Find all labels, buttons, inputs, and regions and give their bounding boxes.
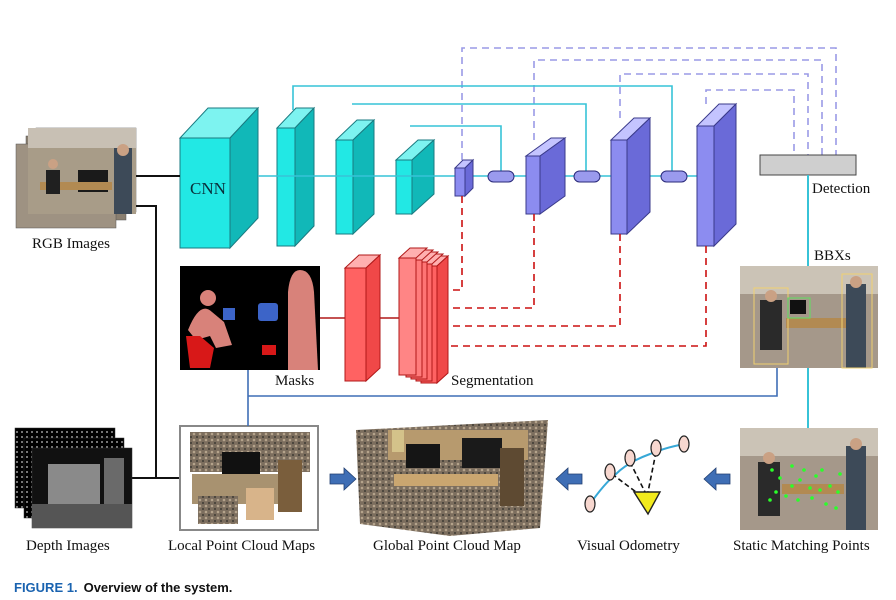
visual-odometry-diagram — [584, 435, 690, 516]
dashed-line-2 — [533, 59, 823, 155]
detection-label: Detection — [812, 181, 871, 197]
depth-images-stack — [14, 427, 133, 529]
encoder-block-3 — [334, 118, 376, 236]
visual-odometry-label: Visual Odometry — [577, 538, 680, 554]
flow-arrows — [329, 467, 731, 491]
local-point-cloud-image — [179, 425, 319, 531]
dashed-line-3 — [619, 73, 809, 155]
local-point-cloud-label: Local Point Cloud Maps — [168, 538, 315, 554]
camera-pose-marker — [632, 491, 662, 516]
static-points-image — [740, 428, 878, 530]
bottleneck-block — [453, 158, 475, 198]
segmentation-head — [343, 247, 450, 385]
global-point-cloud-label: Global Point Cloud Map — [373, 538, 521, 554]
dashed-red-lines — [446, 196, 707, 347]
rgb-images-stack — [15, 127, 137, 229]
decoder-block-1 — [524, 137, 567, 215]
figure-caption: FIGURE 1. Overview of the system. — [14, 580, 232, 595]
seg-block-1 — [343, 253, 382, 383]
encoder-block-2 — [275, 106, 316, 248]
masks-image — [180, 266, 320, 370]
decoder-block-2 — [609, 116, 652, 236]
input-connection-lines — [132, 175, 180, 479]
dashed-blue-feedback-lines — [461, 47, 837, 160]
segmentation-label: Segmentation — [451, 373, 534, 389]
arrow-vo-to-global — [555, 467, 583, 491]
decoder-blocks — [453, 102, 738, 248]
masks-label: Masks — [275, 373, 314, 389]
bbx-image — [740, 266, 878, 369]
caption-text: Overview of the system. — [83, 580, 233, 595]
encoder-blocks — [178, 106, 436, 250]
global-point-cloud-image — [356, 420, 548, 536]
cnn-block — [178, 106, 260, 250]
cnn-label: CNN — [190, 179, 226, 198]
arrow-points-to-vo — [703, 467, 731, 491]
rgb-images-label: RGB Images — [32, 236, 110, 252]
encoder-block-4 — [394, 138, 436, 216]
arrow-local-to-global — [329, 467, 357, 491]
dashed-line-4 — [705, 89, 795, 155]
decoder-block-3 — [695, 102, 738, 248]
detection-box — [759, 154, 857, 176]
static-points-label: Static Matching Points — [733, 538, 870, 554]
bbxs-label: BBXs — [814, 248, 851, 264]
connector-pills — [487, 170, 688, 183]
figure-number: FIGURE 1. — [14, 580, 78, 595]
depth-images-label: Depth Images — [26, 538, 110, 554]
seg-block-stack — [397, 247, 450, 385]
bbx-to-local-map-line — [248, 368, 778, 397]
